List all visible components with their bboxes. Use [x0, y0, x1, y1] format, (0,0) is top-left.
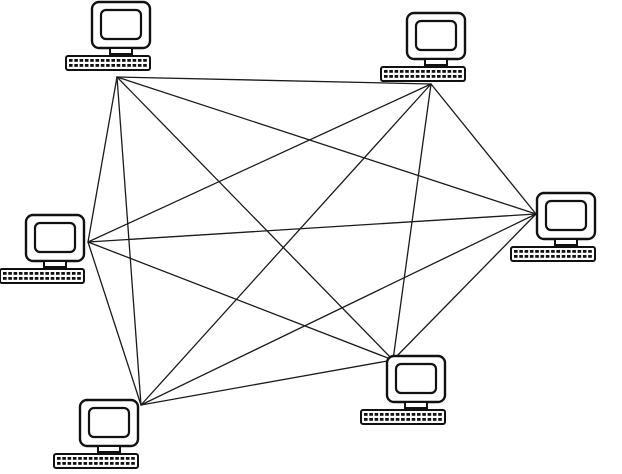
workstation-bottom-left: [53, 398, 140, 469]
computer-icon: [360, 354, 447, 425]
link-top-left-to-top-right: [116, 76, 432, 85]
computer-icon: [0, 213, 86, 284]
network-nodes: [0, 0, 597, 469]
workstation-top-right: [380, 11, 467, 82]
workstation-bottom-right: [360, 354, 447, 425]
link-left-to-bottom-right: [87, 241, 394, 361]
link-top-right-to-bottom-left: [140, 83, 432, 406]
link-right-to-bottom-left: [140, 213, 537, 406]
link-top-left-to-bottom-left: [116, 76, 142, 406]
link-top-left-to-right: [116, 76, 537, 215]
computer-icon: [53, 398, 140, 469]
workstation-right: [510, 191, 597, 262]
network-links: [87, 76, 537, 406]
link-top-left-to-bottom-right: [116, 76, 394, 361]
workstation-top-left: [65, 0, 152, 71]
link-top-right-to-right: [430, 83, 537, 215]
computer-icon: [510, 191, 597, 262]
link-left-to-bottom-left: [87, 241, 142, 406]
computer-icon: [65, 0, 152, 71]
link-bottom-right-to-bottom-left: [140, 359, 394, 406]
workstation-left: [0, 213, 86, 284]
link-top-left-to-left: [87, 76, 118, 243]
link-top-right-to-left: [87, 83, 432, 243]
link-right-to-bottom-right: [392, 213, 537, 361]
link-right-to-left: [87, 213, 537, 243]
computer-icon: [380, 11, 467, 82]
